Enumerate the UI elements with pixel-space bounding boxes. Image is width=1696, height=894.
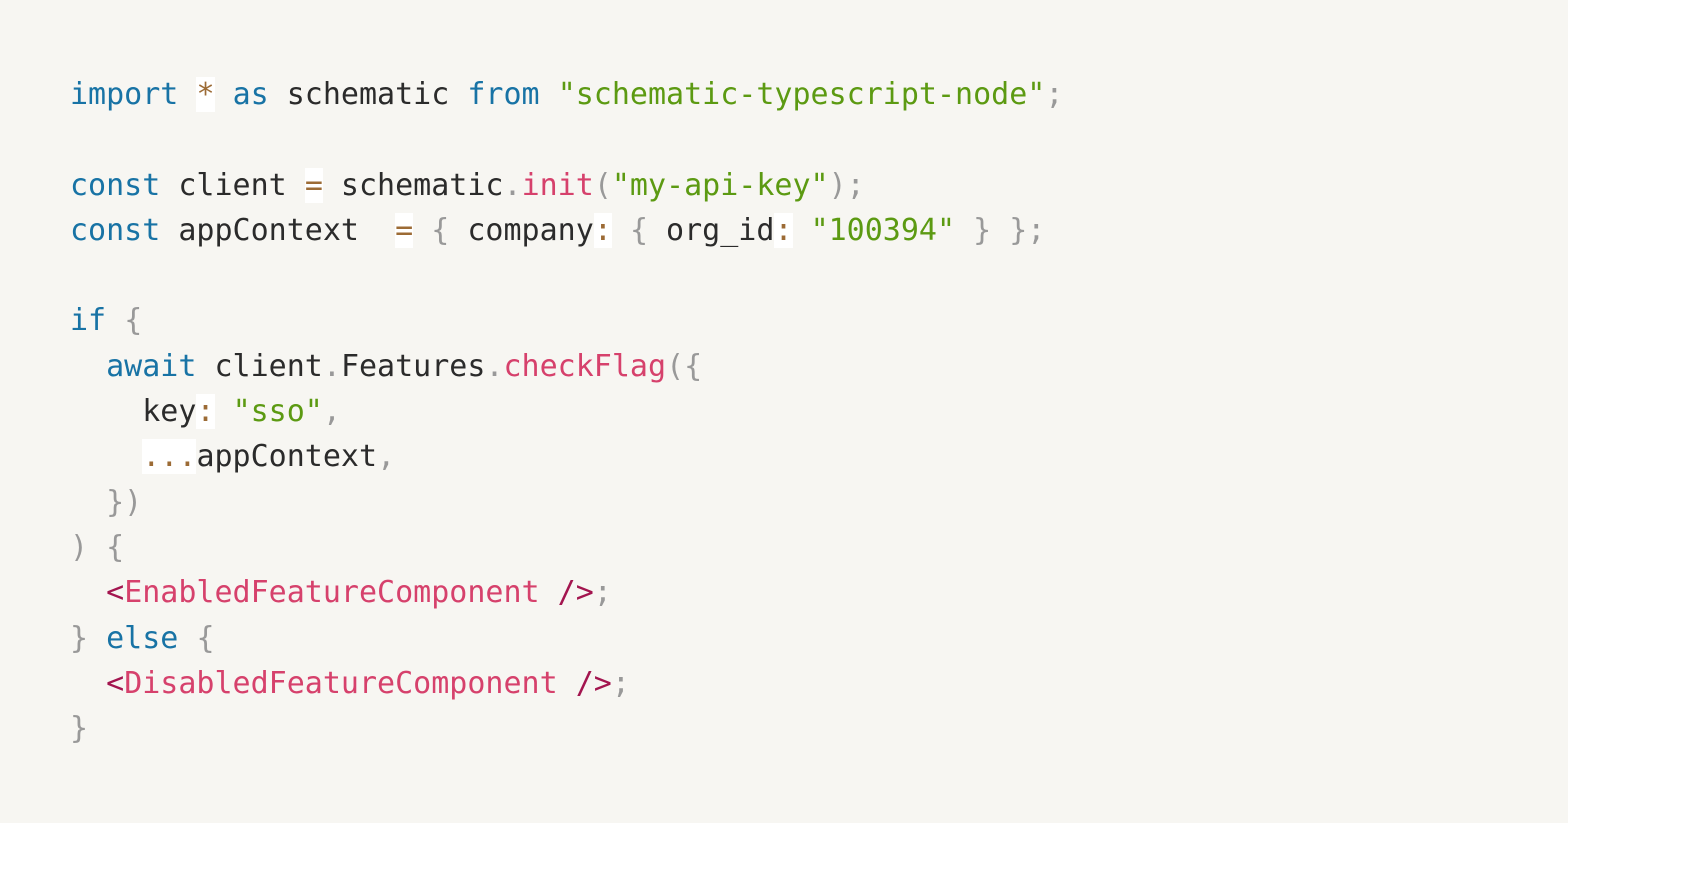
code-token-id bbox=[612, 213, 630, 248]
code-token-op: : bbox=[593, 212, 612, 248]
code-token-op: ... bbox=[142, 439, 197, 475]
code-token-tag: < bbox=[106, 665, 125, 701]
code-token-pun: } bbox=[973, 212, 992, 248]
code-line: ...appContext, bbox=[70, 434, 1568, 479]
code-token-id: schematic bbox=[322, 167, 504, 203]
code-token-pun: ({ bbox=[666, 348, 703, 384]
code-token-pun: }; bbox=[1009, 212, 1046, 248]
code-token-pun: { bbox=[431, 212, 450, 248]
code-line: const client = schematic.init("my-api-ke… bbox=[70, 163, 1568, 208]
code-token-id bbox=[540, 575, 558, 610]
code-token-pun: ( bbox=[593, 167, 612, 203]
code-token-kw: from bbox=[467, 77, 540, 112]
code-token-id bbox=[70, 575, 106, 610]
code-block[interactable]: import * as schematic from "schematic-ty… bbox=[70, 72, 1568, 751]
code-token-op: = bbox=[395, 212, 414, 248]
code-token-id: schematic bbox=[268, 77, 468, 112]
code-token-fn: EnabledFeatureComponent bbox=[124, 575, 540, 611]
code-token-pun: { bbox=[106, 529, 125, 565]
code-token-id bbox=[70, 485, 106, 520]
code-token-id bbox=[178, 77, 196, 112]
code-line: import * as schematic from "schematic-ty… bbox=[70, 72, 1568, 117]
code-token-pun: . bbox=[322, 348, 341, 384]
code-token-id bbox=[955, 213, 973, 248]
code-token-id: key bbox=[70, 394, 197, 430]
code-line: }) bbox=[70, 480, 1568, 525]
code-token-id bbox=[70, 439, 142, 474]
code-token-pun: ; bbox=[1045, 77, 1064, 112]
code-line: <DisabledFeatureComponent />; bbox=[70, 661, 1568, 706]
code-token-kw: const bbox=[70, 212, 161, 248]
code-token-id bbox=[70, 349, 106, 384]
code-token-id bbox=[558, 666, 576, 701]
code-token-kw: import bbox=[70, 77, 179, 112]
code-token-id bbox=[793, 213, 811, 248]
code-line: } else { bbox=[70, 616, 1568, 661]
code-line: } bbox=[70, 706, 1568, 751]
code-token-id bbox=[106, 303, 124, 338]
code-line: <EnabledFeatureComponent />; bbox=[70, 570, 1568, 615]
code-token-kw: else bbox=[106, 620, 179, 656]
code-token-pun: ; bbox=[593, 575, 612, 611]
code-line: ) { bbox=[70, 525, 1568, 570]
code-token-pun: ; bbox=[611, 665, 630, 701]
code-token-id bbox=[991, 213, 1009, 248]
code-token-str: "schematic-typescript-node" bbox=[557, 77, 1046, 112]
code-token-fn: init bbox=[521, 167, 594, 203]
code-line: key: "sso", bbox=[70, 389, 1568, 434]
code-line: const appContext = { company: { org_id: … bbox=[70, 208, 1568, 253]
code-token-id bbox=[215, 394, 233, 429]
code-token-tag: /> bbox=[557, 575, 594, 611]
code-token-pun: { bbox=[196, 620, 215, 656]
code-token-pun: ) bbox=[70, 529, 89, 565]
code-line: if { bbox=[70, 298, 1568, 343]
code-token-kw: if bbox=[70, 303, 107, 339]
code-token-id: org_id bbox=[648, 212, 775, 248]
code-token-id: appContext bbox=[160, 212, 396, 248]
code-token-pun: . bbox=[503, 167, 522, 203]
code-line: ​ bbox=[70, 253, 1568, 298]
code-token-str: "my-api-key" bbox=[611, 167, 829, 203]
code-token-tag: /> bbox=[575, 665, 612, 701]
code-token-str: "sso" bbox=[232, 394, 323, 430]
code-token-pun: } bbox=[70, 620, 89, 656]
code-line: await client.Features.checkFlag({ bbox=[70, 344, 1568, 389]
code-token-pun: ); bbox=[828, 167, 865, 203]
code-token-pun: . bbox=[485, 348, 504, 384]
code-token-id bbox=[70, 666, 106, 701]
code-token-kw: as bbox=[232, 77, 269, 112]
code-token-id bbox=[215, 77, 233, 112]
code-token-pun: }) bbox=[106, 484, 143, 520]
code-token-tag: < bbox=[106, 575, 125, 611]
code-token-id bbox=[88, 530, 106, 565]
code-token-pun: { bbox=[629, 212, 648, 248]
code-token-id: Features bbox=[340, 348, 486, 384]
code-token-id: client bbox=[160, 167, 305, 203]
code-token-pun: { bbox=[124, 303, 143, 339]
code-line: ​ bbox=[70, 117, 1568, 162]
code-token-id bbox=[540, 77, 558, 112]
code-token-op: : bbox=[196, 394, 215, 430]
code-token-id bbox=[88, 621, 106, 656]
code-token-id: client bbox=[196, 348, 323, 384]
code-token-pun: , bbox=[377, 439, 396, 475]
code-token-id bbox=[178, 621, 196, 656]
code-token-id: appContext bbox=[196, 439, 378, 475]
code-token-op: * bbox=[196, 77, 215, 112]
code-token-kw: await bbox=[106, 348, 197, 384]
code-token-str: "100394" bbox=[810, 212, 956, 248]
code-token-op: = bbox=[304, 167, 323, 203]
code-token-op: : bbox=[774, 212, 793, 248]
code-token-pun: } bbox=[70, 711, 89, 747]
code-token-kw: const bbox=[70, 167, 161, 203]
code-token-fn: DisabledFeatureComponent bbox=[124, 665, 558, 701]
code-token-id bbox=[413, 213, 431, 248]
code-snippet-panel: import * as schematic from "schematic-ty… bbox=[0, 0, 1568, 823]
code-token-id: company bbox=[449, 212, 594, 248]
code-token-fn: checkFlag bbox=[503, 348, 667, 384]
code-token-pun: , bbox=[322, 394, 341, 430]
